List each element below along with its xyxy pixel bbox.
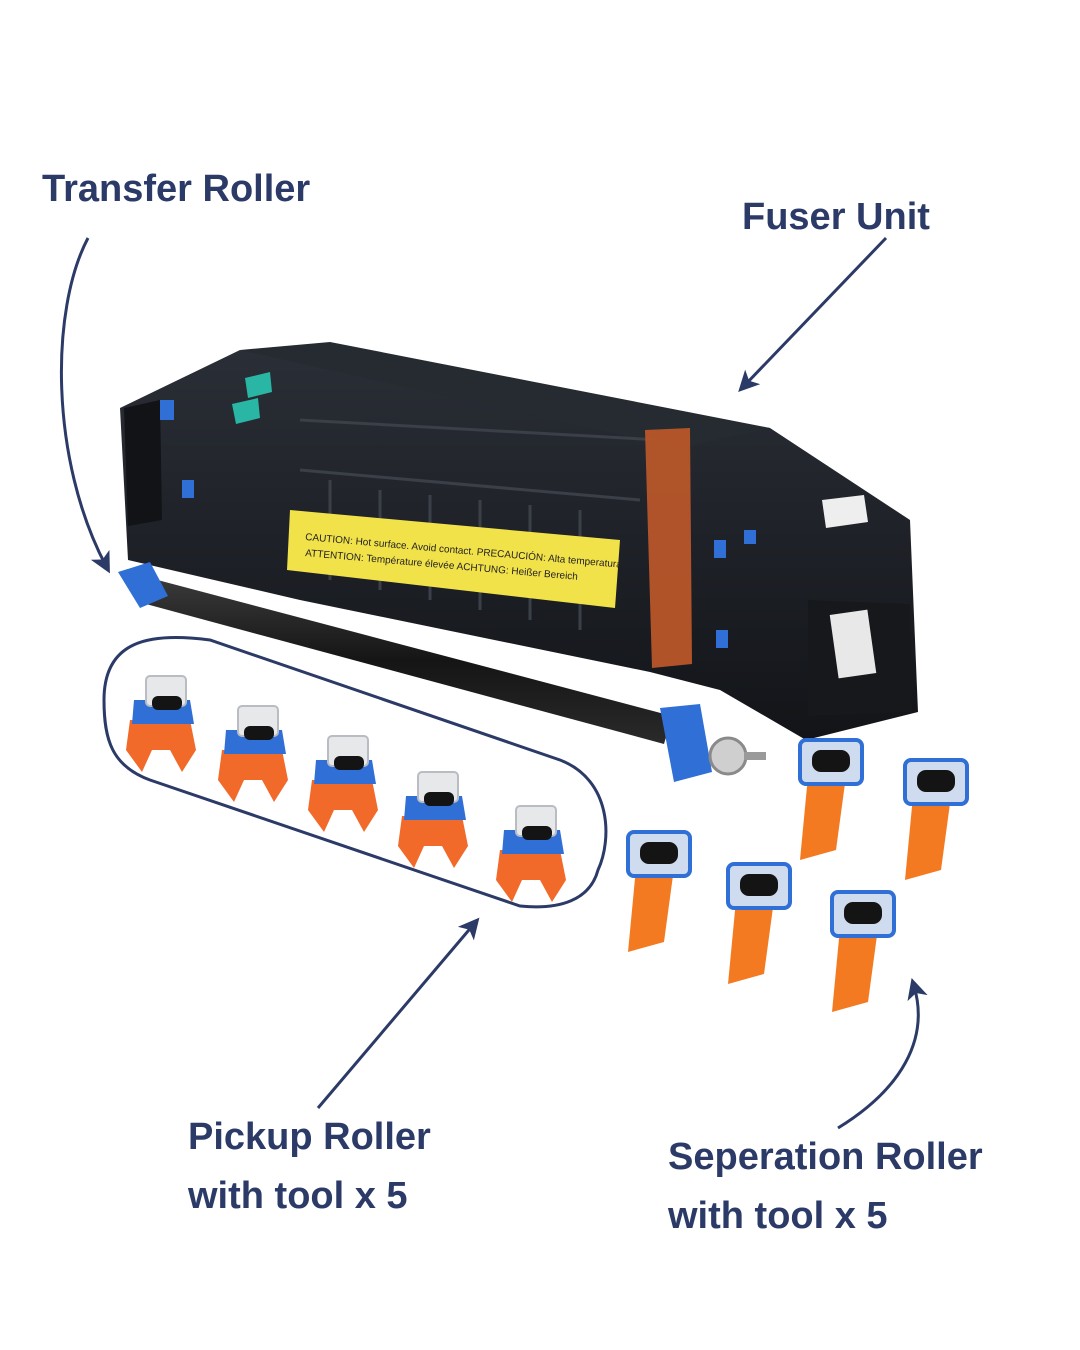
label-transfer-roller: Transfer Roller xyxy=(42,168,311,210)
label-separation-line2: with tool x 5 xyxy=(668,1194,888,1237)
label-pickup-line2: with tool x 5 xyxy=(188,1174,408,1217)
label-separation-line1: Seperation Roller xyxy=(668,1136,983,1178)
separation-rollers xyxy=(626,738,969,1014)
arrow-fuser-icon xyxy=(738,236,888,393)
arrow-transfer-icon xyxy=(59,237,110,574)
pickup-rollers xyxy=(125,675,567,903)
label-fuser-unit: Fuser Unit xyxy=(742,196,930,238)
transfer-roller xyxy=(118,562,766,782)
label-pickup-line1: Pickup Roller xyxy=(188,1116,431,1158)
arrow-pickup-icon xyxy=(316,917,480,1109)
label-separation-roller: Seperation Roller with tool x 5 xyxy=(668,1128,983,1246)
arrow-separation-icon xyxy=(837,977,928,1130)
pickup-roller-group-outline xyxy=(102,635,608,909)
fuser-unit: CAUTION: Hot surface. Avoid contact. PRE… xyxy=(120,342,918,740)
label-pickup-roller: Pickup Roller with tool x 5 xyxy=(188,1108,431,1226)
